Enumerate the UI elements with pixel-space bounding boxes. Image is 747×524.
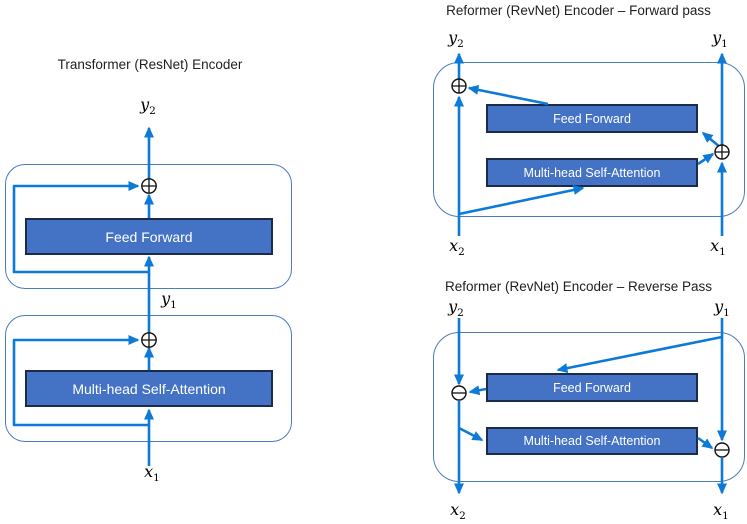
y1-base: y [161,289,171,308]
fwd-y2-sub: 2 [457,38,464,51]
transformer-y2-label: y2 [140,95,156,117]
y2-base: y [140,95,150,114]
fwd-y1-base: y [712,28,722,47]
reverse-feed-forward-block: Feed Forward [486,373,698,402]
rev-x1-sub: 1 [722,510,729,523]
forward-y2-label: y2 [448,28,464,50]
reverse-y2-label: y2 [448,297,464,319]
rev-y1-base: y [714,297,724,316]
fwd-x2-base: x [449,236,459,255]
x1-base: x [144,462,154,481]
transformer-x1-label: x1 [144,462,160,484]
forward-pass-title: Reformer (RevNet) Encoder – Forward pass [446,3,711,18]
fwd-y2-base: y [448,28,458,47]
x1-sub: 1 [153,472,160,485]
reverse-x1-label: x1 [713,500,729,522]
reverse-pass-container [433,332,745,482]
forward-y1-label: y1 [712,28,728,50]
transformer-self-attention-block: Multi-head Self-Attention [25,370,273,407]
rev-y1-sub: 1 [723,307,730,320]
reverse-y1-label: y1 [714,297,730,319]
forward-self-attention-block: Multi-head Self-Attention [486,158,698,187]
reverse-x2-label: x2 [450,500,466,522]
rev-x1-base: x [713,500,723,519]
rev-y2-base: y [448,297,458,316]
transformer-feed-forward-block: Feed Forward [25,218,273,255]
fwd-x1-base: x [710,236,720,255]
transformer-title: Transformer (ResNet) Encoder [57,57,243,72]
transformer-y1-label: y1 [161,289,177,311]
y2-sub: 2 [149,105,156,118]
forward-pass-container [433,62,745,217]
forward-x1-label: x1 [710,236,726,258]
forward-x2-label: x2 [449,236,465,258]
y1-sub: 1 [170,299,177,312]
fwd-x1-sub: 1 [719,246,726,259]
forward-feed-forward-block: Feed Forward [486,104,698,133]
reverse-pass-title: Reformer (RevNet) Encoder – Reverse Pass [444,279,713,294]
rev-y2-sub: 2 [457,307,464,320]
rev-x2-sub: 2 [459,510,466,523]
fwd-y1-sub: 1 [721,38,728,51]
reverse-self-attention-block: Multi-head Self-Attention [486,427,698,455]
rev-x2-base: x [450,500,460,519]
fwd-x2-sub: 2 [458,246,465,259]
